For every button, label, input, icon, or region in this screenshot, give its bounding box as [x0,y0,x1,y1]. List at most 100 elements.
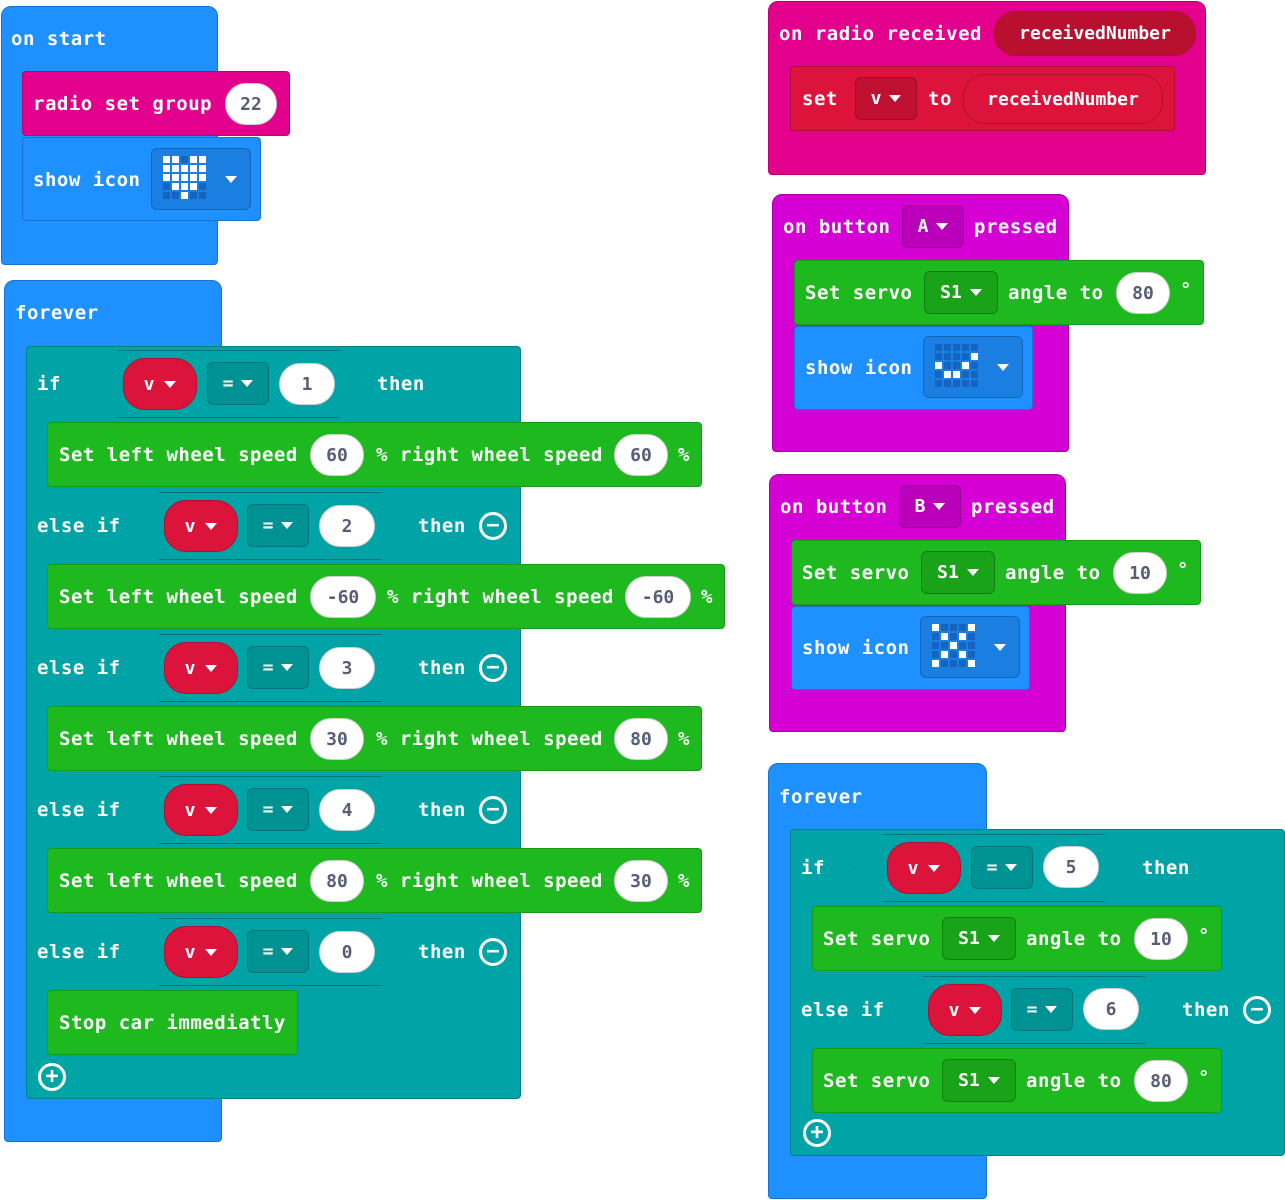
left-speed-input-3[interactable]: 30 [310,718,364,760]
chevron-down-icon [933,503,946,510]
set-wheel-speed-block-3[interactable] [47,706,702,771]
remove-else-if-icon[interactable]: − [1243,996,1271,1024]
chevron-down-icon [997,364,1009,371]
left-speed-input-2[interactable]: -60 [310,576,376,618]
chevron-down-icon [281,806,294,813]
op-dropdown-5[interactable]: = [247,930,309,973]
button-b-dropdown[interactable]: B [899,485,961,528]
radio-group-input[interactable]: 22 [225,83,277,125]
chevron-down-icon [241,380,254,387]
received-number-param[interactable]: receivedNumber [994,11,1196,56]
servo-dropdown-a[interactable]: S1 [924,271,998,314]
op-dropdown-2[interactable]: = [247,504,309,547]
right-speed-label: % right wheel speed [376,444,603,466]
left-speed-input-4[interactable]: 80 [310,860,364,902]
heart-icon-dropdown[interactable] [151,148,251,210]
if-label: if [37,373,61,395]
set-servo-label: Set servo [823,928,931,950]
angle-to-label: angle to [1005,562,1101,584]
cond-value-4[interactable]: 4 [319,789,375,831]
var-v-dropdown-5[interactable]: v [164,926,238,978]
angle-input-r1[interactable]: 10 [1134,918,1188,960]
cond-value-r2[interactable]: 6 [1083,988,1139,1030]
right-speed-input-2[interactable]: -60 [625,576,691,618]
servo-dropdown-b[interactable]: S1 [921,551,995,594]
then-label: then [1142,857,1190,879]
set-wheel-speed-block-4[interactable] [47,848,702,913]
set-label: set [802,88,838,110]
add-else-if-icon[interactable]: + [38,1063,66,1091]
chevron-down-icon [205,806,218,814]
percent-label: % [678,870,690,892]
cond-value-2[interactable]: 2 [319,505,375,547]
op-dropdown-r1[interactable]: = [971,846,1033,889]
servo-dropdown-r2[interactable]: S1 [942,1059,1016,1102]
op-dropdown-4[interactable]: = [247,788,309,831]
chevron-down-icon [164,380,177,388]
chevron-down-icon [936,223,949,230]
var-v-dropdown-r2[interactable]: v [928,984,1002,1036]
pattern-icon-dropdown-b[interactable] [920,616,1020,678]
right-speed-input-1[interactable]: 60 [614,434,668,476]
op-dropdown-r2[interactable]: = [1011,988,1073,1031]
degree-label: ° [1180,279,1192,301]
var-v-dropdown-2[interactable]: v [164,500,238,552]
button-a-dropdown[interactable]: A [902,205,964,248]
set-left-label: Set left wheel speed [59,728,298,750]
set-wheel-speed-block-1[interactable] [47,422,702,487]
chevron-down-icon [205,948,218,956]
right-speed-label: % right wheel speed [376,728,603,750]
degree-label: ° [1177,559,1189,581]
var-v-dropdown-r1[interactable]: v [887,842,961,894]
servo-dropdown-r1[interactable]: S1 [942,917,1016,960]
then-label: then [377,373,425,395]
right-speed-input-4[interactable]: 30 [614,860,668,902]
radio-set-group-label: radio set group [33,93,213,115]
add-else-if-icon[interactable]: + [803,1119,831,1147]
on-button-label: on button [780,496,888,518]
else-if-label: else if [37,799,121,821]
var-v-dropdown-3[interactable]: v [164,642,238,694]
on-radio-received-label: on radio received [779,23,982,45]
set-servo-label: Set servo [802,562,910,584]
remove-else-if-icon[interactable]: − [479,796,507,824]
cond-value-r1[interactable]: 5 [1043,846,1099,888]
stop-car-block[interactable] [47,990,298,1055]
chevron-down-icon [969,1006,982,1014]
angle-input-r2[interactable]: 80 [1134,1060,1188,1102]
degree-label: ° [1198,1067,1210,1089]
angle-to-label: angle to [1026,1070,1122,1092]
then-label: then [418,941,466,963]
remove-else-if-icon[interactable]: − [479,938,507,966]
cond-value-3[interactable]: 3 [319,647,375,689]
cond-value-5[interactable]: 0 [319,931,375,973]
then-label: then [418,657,466,679]
left-speed-input-1[interactable]: 60 [310,434,364,476]
pattern-icon-dropdown-a[interactable] [923,336,1023,398]
remove-else-if-icon[interactable]: − [479,512,507,540]
set-var-dropdown[interactable]: v [855,77,917,120]
angle-to-label: angle to [1008,282,1104,304]
set-wheel-speed-block-2[interactable] [47,564,725,629]
set-servo-label: Set servo [823,1070,931,1092]
percent-label: % [701,586,713,608]
op-dropdown-1[interactable]: = [207,362,269,405]
angle-input-b[interactable]: 10 [1113,552,1167,594]
cond-value-1[interactable]: 1 [279,363,335,405]
chevron-down-icon [966,569,979,576]
remove-else-if-icon[interactable]: − [479,654,507,682]
pattern-icon-b [932,624,975,667]
right-speed-input-3[interactable]: 80 [614,718,668,760]
received-number-value[interactable]: receivedNumber [963,74,1163,124]
then-label: then [418,799,466,821]
chevron-down-icon [987,935,1000,942]
var-v-dropdown-1[interactable]: v [123,358,197,410]
heart-icon [163,156,206,199]
show-icon-label: show icon [33,169,141,191]
forever-label: forever [15,302,99,324]
else-if-label: else if [37,941,121,963]
chevron-down-icon [281,664,294,671]
var-v-dropdown-4[interactable]: v [164,784,238,836]
angle-input-a[interactable]: 80 [1116,272,1170,314]
op-dropdown-3[interactable]: = [247,646,309,689]
